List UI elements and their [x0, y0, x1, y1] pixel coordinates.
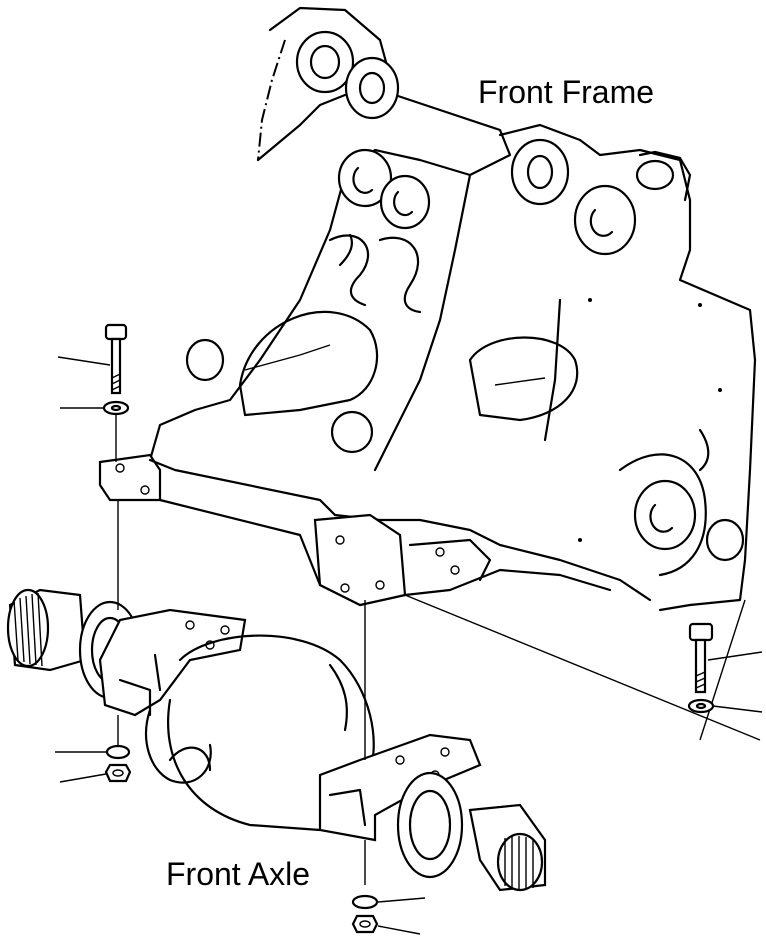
front-frame-label: Front Frame — [478, 74, 655, 110]
front-axle-label: Front Axle — [166, 856, 311, 892]
fasteners-center — [351, 600, 426, 935]
front-axle — [6, 588, 547, 892]
fasteners-left — [55, 323, 132, 783]
front-frame — [98, 6, 757, 612]
fasteners-right — [687, 622, 763, 714]
